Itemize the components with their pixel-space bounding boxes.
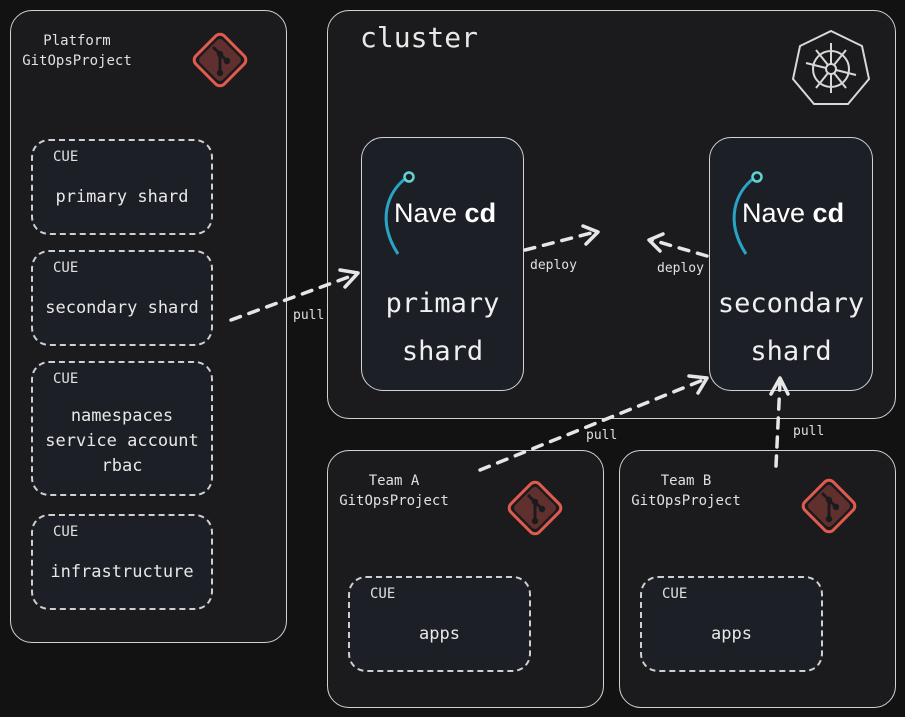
navecd-arc-icon <box>384 171 415 255</box>
team-b-title-line1: Team B <box>660 473 712 489</box>
primary-shard-label: primary shard <box>362 280 523 376</box>
cue-tag: CUE <box>53 260 79 276</box>
secondary-shard-label: secondary shard <box>710 280 872 376</box>
team-a-panel: Team A GitOpsProject CUE apps <box>327 450 604 708</box>
cue-tag: CUE <box>53 149 79 165</box>
cue-module-infrastructure: CUE infrastructure <box>31 514 213 610</box>
primary-shard-line1: primary <box>385 288 500 319</box>
edge-label-pull-platform: pull <box>293 308 325 323</box>
module-label-service-account: service account <box>45 431 199 451</box>
team-b-title-line2: GitOpsProject <box>631 493 741 509</box>
navecd-logo-text: Nave cd <box>394 198 496 229</box>
cue-tag: CUE <box>53 524 79 540</box>
navecd-logo-text: Nave cd <box>742 198 844 229</box>
apps-label: apps <box>711 624 752 644</box>
module-label: secondary shard <box>45 298 199 318</box>
module-label-namespaces: namespaces <box>70 406 174 426</box>
module-label-rbac: rbac <box>101 456 143 476</box>
cue-tag: CUE <box>53 371 79 387</box>
git-logo-icon <box>192 32 248 88</box>
apps-label: apps <box>419 624 460 644</box>
platform-title-line1: Platform <box>43 33 111 49</box>
team-b-title: Team B GitOpsProject <box>626 471 746 511</box>
cue-tag: CUE <box>662 586 688 602</box>
cluster-panel: cluster Nave cd primary shard <box>327 10 896 419</box>
navecd-brand-name: Nave <box>742 198 813 228</box>
platform-panel: Platform GitOpsProject CUE primary shard… <box>10 10 287 643</box>
kubernetes-helm-icon <box>791 29 871 105</box>
edge-label-deploy-primary: deploy <box>530 258 577 273</box>
platform-title-line2: GitOpsProject <box>22 53 132 69</box>
navecd-brand-suffix: cd <box>464 198 497 228</box>
secondary-shard-line1: secondary <box>717 288 865 319</box>
cue-module-secondary-shard: CUE secondary shard <box>31 250 213 346</box>
team-b-cue-apps: CUE apps <box>640 576 823 672</box>
cue-module-primary-shard: CUE primary shard <box>31 139 213 235</box>
team-a-title-line2: GitOpsProject <box>339 493 449 509</box>
team-b-panel: Team B GitOpsProject CUE apps <box>619 450 896 708</box>
cue-module-namespaces: CUE namespaces service account rbac <box>31 361 213 496</box>
cue-tag: CUE <box>370 586 396 602</box>
navecd-brand-name: Nave <box>394 198 465 228</box>
primary-shard-line2: shard <box>401 336 484 367</box>
team-a-cue-apps: CUE apps <box>348 576 531 672</box>
secondary-shard-line2: shard <box>750 336 832 367</box>
module-label: infrastructure <box>50 562 194 582</box>
team-a-title: Team A GitOpsProject <box>334 471 454 511</box>
git-logo-icon <box>801 478 857 534</box>
team-a-title-line1: Team A <box>368 473 420 489</box>
primary-shard-card: Nave cd primary shard <box>361 137 524 391</box>
edge-label-deploy-secondary: deploy <box>657 261 704 276</box>
navecd-arc-icon <box>732 171 763 255</box>
navecd-brand-suffix: cd <box>812 198 845 228</box>
secondary-shard-card: Nave cd secondary shard <box>709 137 873 391</box>
module-label: primary shard <box>55 187 189 207</box>
cluster-title: cluster <box>360 21 479 54</box>
platform-title: Platform GitOpsProject <box>17 31 137 71</box>
git-logo-icon <box>507 480 563 536</box>
edge-label-pull-team-a: pull <box>586 428 618 443</box>
edge-label-pull-team-b: pull <box>793 424 825 439</box>
